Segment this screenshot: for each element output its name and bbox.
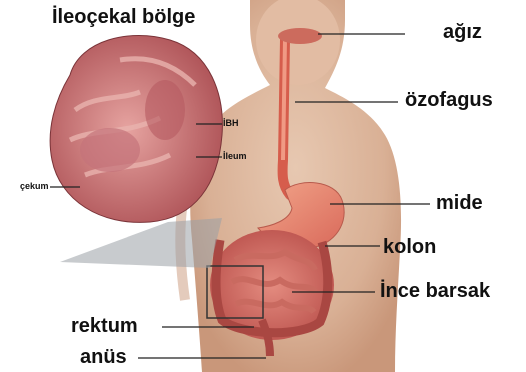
label-stomach: mide bbox=[436, 192, 483, 215]
label-mouth: ağız bbox=[443, 21, 482, 44]
label-esophagus: özofagus bbox=[405, 89, 493, 112]
label-colon: kolon bbox=[383, 236, 436, 259]
inset-title: İleoçekal bölge bbox=[52, 6, 195, 29]
inset-connector bbox=[60, 218, 222, 268]
inset-label-ileum: İleum bbox=[223, 151, 247, 161]
ileocecal-inset bbox=[50, 35, 222, 222]
label-small-intestine: İnce barsak bbox=[380, 280, 490, 303]
inset-label-cecum: çekum bbox=[20, 181, 49, 191]
label-anus: anüs bbox=[80, 346, 127, 369]
inset-label-ibh: İBH bbox=[223, 118, 239, 128]
mouth-shape bbox=[278, 28, 322, 44]
label-rectum: rektum bbox=[71, 315, 138, 338]
